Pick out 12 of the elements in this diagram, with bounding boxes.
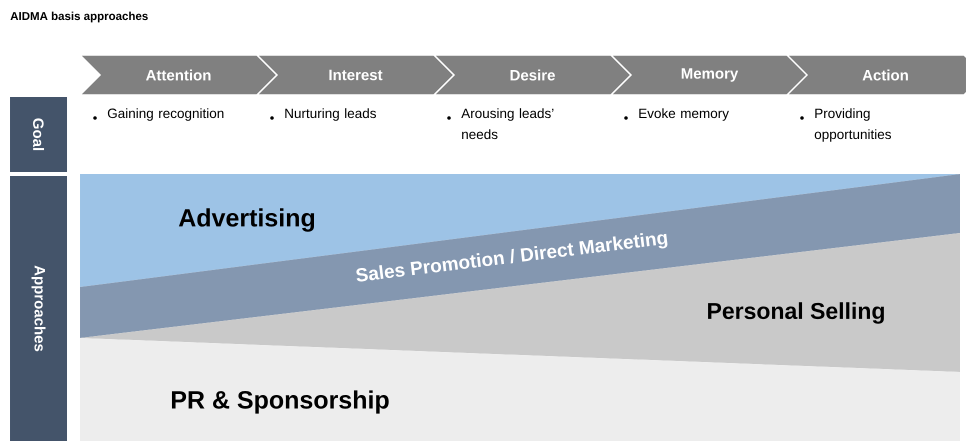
goal-text: Gaining recognition — [108, 108, 224, 121]
goal-text: Evoke memory — [639, 108, 729, 121]
row-header: Approaches — [10, 176, 68, 441]
stage-header: Action — [785, 54, 966, 96]
goal-text: Arousing leads’ needs — [461, 108, 554, 140]
row-header: Goal — [10, 97, 68, 172]
node-label: Action — [862, 69, 908, 80]
stage-header: Attention — [78, 54, 278, 96]
goal-text: Providing opportunities — [814, 108, 891, 142]
title: AIDMA basis approaches — [10, 12, 148, 22]
approach-band: PR & Sponsorship — [80, 338, 960, 441]
goal-text: Nurturing leads — [285, 108, 376, 121]
